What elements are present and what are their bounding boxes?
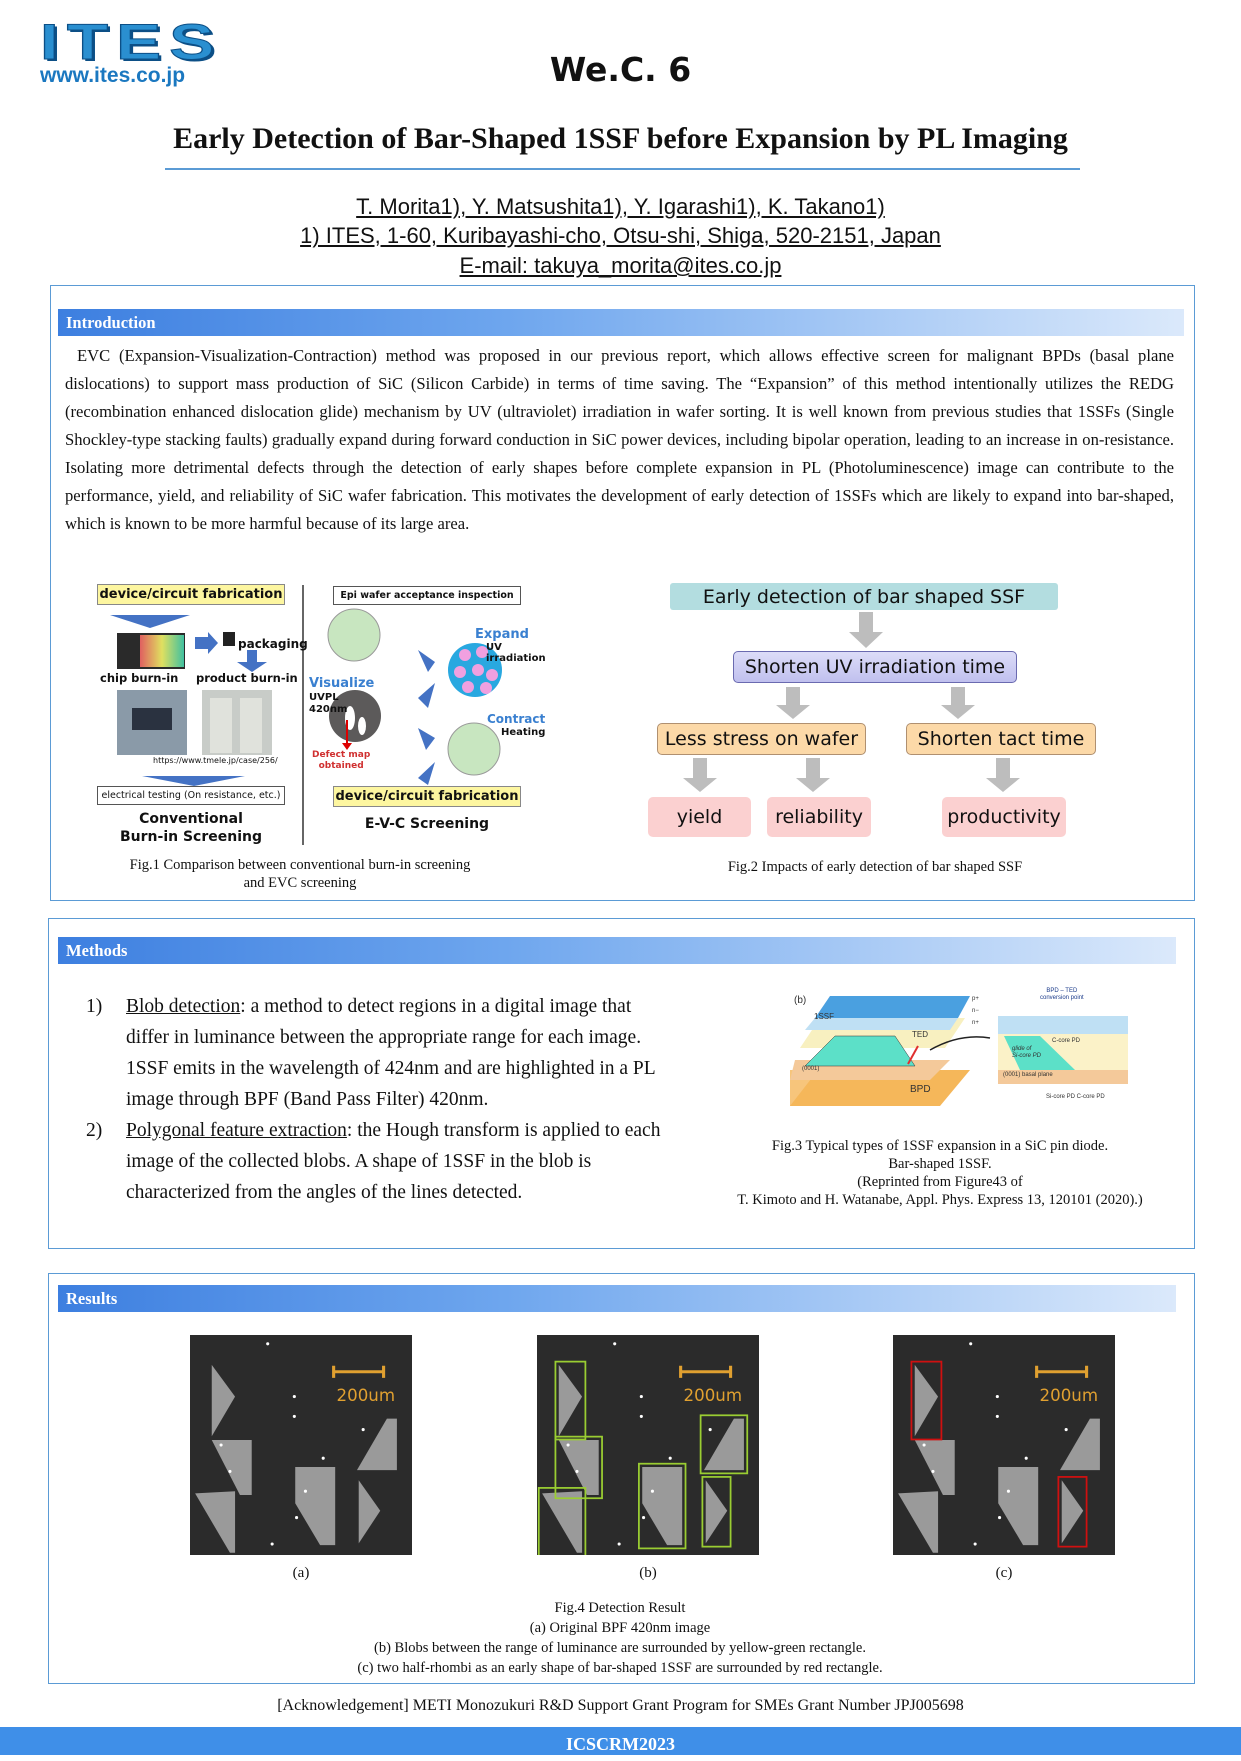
ites-logo: ITES www.ites.co.jp — [39, 14, 223, 87]
methods-list: 1)Blob detection: a method to detect reg… — [86, 991, 676, 1208]
bright-spot — [708, 1428, 712, 1432]
fig2-box-yield: yield — [648, 797, 751, 837]
bright-spot — [219, 1443, 223, 1447]
fig1-caption: Fig.1 Comparison between conventional bu… — [129, 857, 471, 873]
fig2-arrows — [683, 612, 1020, 792]
method-item: 2)Polygonal feature extraction: the Houg… — [86, 1120, 661, 1203]
figure-3: (b) 1SSF TED BPD (0001) p+ n− n+ BPD – T… — [790, 988, 1132, 1106]
bright-spot — [361, 1428, 365, 1432]
fig2-box-reliability: reliability — [767, 797, 871, 837]
pl-image-b: 200um — [537, 1335, 759, 1557]
intro-text: EVC (Expansion-Visualization-Contraction… — [65, 346, 1174, 533]
ssf-blob — [211, 1364, 236, 1437]
section-heading: Results — [58, 1285, 1176, 1312]
ssf-blob — [914, 1364, 939, 1437]
bright-spot — [642, 1516, 646, 1520]
ssf-blob — [558, 1439, 599, 1495]
poster-title: Early Detection of Bar-Shaped 1SSF befor… — [173, 122, 1068, 155]
ssf-blob — [356, 1418, 397, 1471]
blob-rectangle — [554, 1360, 587, 1441]
ssf-blob — [703, 1418, 744, 1471]
bright-spot — [639, 1414, 643, 1418]
bright-spot — [639, 1395, 643, 1399]
fig2-box-shorten-uv: Shorten UV irradiation time — [733, 651, 1017, 683]
bright-spot — [566, 1443, 570, 1447]
ssf-blob — [211, 1439, 252, 1495]
fig2-box-less-stress: Less stress on wafer — [657, 723, 866, 755]
scale-label: 200um — [684, 1386, 743, 1405]
pl-image-a: 200um — [190, 1335, 412, 1555]
scale-label: 200um — [1040, 1386, 1099, 1405]
scale-label: 200um — [337, 1386, 396, 1405]
ssf-blob — [914, 1439, 955, 1495]
bright-spot — [650, 1489, 654, 1493]
bright-spot — [270, 1542, 274, 1546]
ssf-blob — [195, 1491, 236, 1553]
bright-spot — [575, 1469, 579, 1473]
bright-spot — [266, 1342, 270, 1346]
scale-bar — [679, 1365, 733, 1378]
ssf-blob — [898, 1491, 939, 1553]
bright-spot — [1006, 1489, 1010, 1493]
image-label-b: (b) — [639, 1565, 657, 1581]
session-code: We.C. 6 — [549, 50, 692, 89]
bright-spot — [295, 1516, 299, 1520]
section-heading: Introduction — [58, 309, 1184, 336]
bright-spot — [995, 1414, 999, 1418]
email[interactable]: E-mail: takuya_morita@ites.co.jp — [459, 253, 782, 278]
ssf-blob — [998, 1467, 1039, 1546]
fig3-caption: Fig.3 Typical types of 1SSF expansion in… — [737, 1138, 1143, 1208]
blob-rectangle — [638, 1462, 687, 1550]
bright-spot — [617, 1542, 621, 1546]
acknowledgement: [Acknowledgement] METI Monozukuri R&D Su… — [277, 1697, 964, 1714]
scale-bar — [1035, 1365, 1089, 1378]
footer-bar: ICSCRM2023 — [0, 1727, 1241, 1755]
ssf-blob — [542, 1491, 583, 1553]
box-fabrication: device/circuit fabrication — [97, 584, 285, 605]
section-heading: Methods — [58, 937, 1176, 964]
image-label-c: (c) — [995, 1565, 1013, 1581]
ssf-blob — [642, 1467, 683, 1546]
ssf-blob — [558, 1364, 583, 1437]
ssf-blob — [295, 1467, 336, 1546]
bright-spot — [922, 1443, 926, 1447]
pl-image-c: 200um — [893, 1335, 1115, 1555]
fig2-box-tact-time: Shorten tact time — [906, 723, 1096, 755]
bright-spot — [931, 1469, 935, 1473]
image-label-a: (a) — [292, 1565, 310, 1581]
authors: T. Morita1), Y. Matsushita1), Y. Igarash… — [356, 194, 885, 219]
ssf-blob — [705, 1480, 728, 1544]
scale-bar — [332, 1365, 386, 1378]
bright-spot — [995, 1395, 999, 1399]
ssf-blob — [1059, 1418, 1100, 1471]
blob-rectangle — [701, 1476, 732, 1548]
bright-spot — [321, 1456, 325, 1460]
title-divider — [165, 168, 1080, 170]
method-item: 1)Blob detection: a method to detect reg… — [86, 996, 655, 1110]
ssf-blob — [1061, 1480, 1084, 1544]
bright-spot — [292, 1414, 296, 1418]
bright-spot — [292, 1395, 296, 1399]
fig2-caption: Fig.2 Impacts of early detection of bar … — [727, 859, 1023, 875]
bright-spot — [613, 1342, 617, 1346]
blob-rectangle — [699, 1414, 749, 1475]
blob-rectangle — [554, 1435, 603, 1500]
bright-spot — [973, 1542, 977, 1546]
ssf-blob — [358, 1480, 381, 1544]
bright-spot — [1024, 1456, 1028, 1460]
bar-shape-rectangle — [910, 1360, 943, 1441]
bright-spot — [303, 1489, 307, 1493]
bright-spot — [228, 1469, 232, 1473]
fig1-graphics — [110, 585, 502, 845]
bright-spot — [668, 1456, 672, 1460]
bright-spot — [969, 1342, 973, 1346]
fig2-box-productivity: productivity — [942, 797, 1066, 837]
fig4-caption: Fig.4 Detection Result(a) Original BPF 4… — [357, 1600, 883, 1676]
bar-shape-rectangle — [1057, 1476, 1088, 1548]
bright-spot — [998, 1516, 1002, 1520]
fig2-box-early-detection: Early detection of bar shaped SSF — [670, 583, 1058, 610]
figure-1: device/circuit fabrication packaging chi… — [90, 580, 560, 900]
affiliation: 1) ITES, 1-60, Kuribayashi-cho, Otsu-shi… — [300, 223, 941, 248]
bright-spot — [1064, 1428, 1068, 1432]
